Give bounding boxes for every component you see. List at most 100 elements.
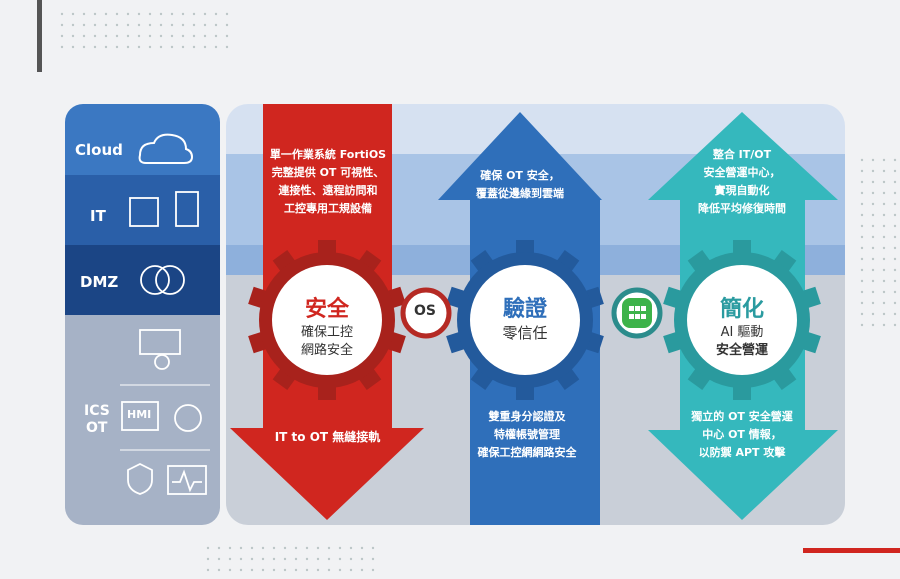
decor-dot: [893, 257, 897, 261]
decor-dot: [159, 23, 163, 27]
decor-dot: [60, 12, 64, 16]
zone-it: IT: [90, 207, 106, 225]
decor-dot: [338, 568, 342, 572]
decor-dot: [283, 557, 287, 561]
decor-dot: [893, 158, 897, 162]
decor-dot: [860, 213, 864, 217]
decor-dot: [203, 34, 207, 38]
decor-dot: [228, 568, 232, 572]
safety-bottom-text: IT to OT 無縫接軌: [274, 430, 381, 444]
decor-dot: [860, 268, 864, 272]
decor-dot: [860, 312, 864, 316]
decor-dot: [860, 202, 864, 206]
decor-dot: [316, 546, 320, 550]
decor-dot: [137, 23, 141, 27]
decor-dot: [82, 34, 86, 38]
decor-dot: [327, 568, 331, 572]
decor-dot: [261, 546, 265, 550]
decor-dot: [893, 323, 897, 327]
decor-dot: [60, 23, 64, 27]
decor-dot: [60, 45, 64, 49]
decor-dot: [192, 23, 196, 27]
decor-dot: [349, 557, 353, 561]
decor-dot: [871, 246, 875, 250]
decor-dot: [93, 12, 97, 16]
decor-dot: [893, 202, 897, 206]
decor-dot: [170, 45, 174, 49]
verify-bottom-text: 雙重身分認證及特權帳號管理確保工控網網路安全: [477, 410, 577, 459]
decor-dot: [104, 34, 108, 38]
decor-dot: [214, 34, 218, 38]
decor-dot: [82, 12, 86, 16]
decor-dot: [181, 45, 185, 49]
decor-dot: [126, 12, 130, 16]
decor-dot: [93, 45, 97, 49]
decor-dot: [893, 213, 897, 217]
decor-dot: [115, 23, 119, 27]
decor-dot: [893, 235, 897, 239]
decor-dot: [371, 557, 375, 561]
decor-dot: [860, 323, 864, 327]
decor-dot: [893, 169, 897, 173]
decor-dot: [316, 557, 320, 561]
decor-dot: [871, 202, 875, 206]
decor-dot: [860, 246, 864, 250]
gear-icon: [248, 240, 406, 400]
decor-dot: [71, 12, 75, 16]
decor-dot: [181, 23, 185, 27]
decor-dot: [360, 546, 364, 550]
decor-dot: [203, 23, 207, 27]
decor-dot: [239, 546, 243, 550]
decor-dot: [225, 34, 229, 38]
decor-dot: [206, 568, 210, 572]
decor-dot: [349, 568, 353, 572]
decor-dot: [294, 557, 298, 561]
zone-ics: ICS: [84, 403, 110, 419]
decor-dot: [860, 279, 864, 283]
decor-dot: [871, 301, 875, 305]
verify-top-text: 確保 OT 安全，覆蓋從邊緣到雲端: [476, 169, 564, 200]
decor-dot: [283, 546, 287, 550]
decor-dot: [305, 568, 309, 572]
decor-dot: [137, 34, 141, 38]
decor-dot: [871, 191, 875, 195]
decor-dot: [893, 279, 897, 283]
decor-dot: [360, 568, 364, 572]
decor-dot: [217, 568, 221, 572]
decor-dot: [882, 213, 886, 217]
decor-dot: [239, 568, 243, 572]
decor-dot: [305, 546, 309, 550]
decor-dot: [82, 45, 86, 49]
decor-dot: [371, 568, 375, 572]
decor-dot: [860, 290, 864, 294]
decor-dot: [871, 224, 875, 228]
decor-dot: [893, 180, 897, 184]
decor-dot: [225, 45, 229, 49]
decor-dot: [261, 568, 265, 572]
decor-dot: [159, 34, 163, 38]
decor-dot: [349, 546, 353, 550]
decor-dot: [893, 301, 897, 305]
decor-dot: [893, 246, 897, 250]
decor-dot: [137, 45, 141, 49]
decor-dot: [316, 568, 320, 572]
decor-dot: [170, 34, 174, 38]
decor-dot: [148, 23, 152, 27]
decor-dot: [225, 23, 229, 27]
decor-dot: [115, 45, 119, 49]
decor-dot: [126, 34, 130, 38]
decor-dot: [206, 546, 210, 550]
decor-dot: [239, 557, 243, 561]
decor-dot: [338, 546, 342, 550]
decor-dot: [228, 557, 232, 561]
hmi-icon-label: HMI: [127, 408, 152, 421]
decor-dot: [860, 301, 864, 305]
decor-dot: [104, 45, 108, 49]
decor-dot: [882, 323, 886, 327]
decor-dot: [882, 246, 886, 250]
decor-dot: [860, 158, 864, 162]
decor-dot: [882, 268, 886, 272]
decor-dot: [893, 312, 897, 316]
